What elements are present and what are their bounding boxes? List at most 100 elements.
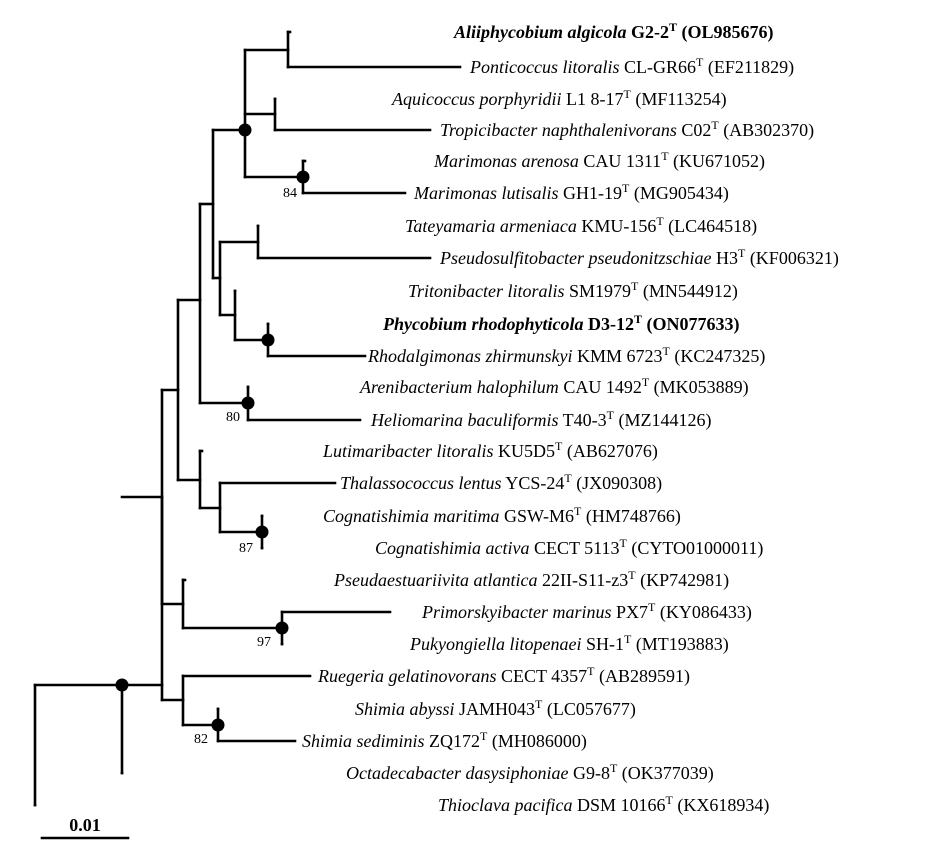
- type-strain-mark: T: [610, 761, 618, 775]
- taxon-strain: CECT 5113: [530, 538, 620, 558]
- taxon-species-name: Lutimaribacter litoralis: [322, 441, 494, 461]
- bootstrap-value: 80: [226, 410, 240, 425]
- type-strain-mark: T: [656, 214, 664, 228]
- node-marker: [275, 621, 289, 635]
- taxon-species-name: Tritonibacter litoralis: [408, 281, 565, 301]
- taxon-accession: (KX618934): [673, 795, 770, 816]
- taxon-label: Thioclava pacifica DSM 10166T (KX618934): [438, 793, 769, 816]
- taxon-species-name: Arenibacterium halophilum: [359, 377, 559, 397]
- taxon-species-name: Shimia abyssi: [355, 699, 455, 719]
- tree-nodes: [115, 123, 310, 732]
- scale-bar-label: 0.01: [69, 815, 101, 835]
- taxon-label: Marimonas arenosa CAU 1311T (KU671052): [433, 149, 765, 172]
- taxon-accession: (MT193883): [631, 634, 729, 655]
- taxon-species-name: Cognatishimia maritima: [323, 506, 500, 526]
- type-strain-mark: T: [624, 632, 632, 646]
- taxon-species-name: Marimonas arenosa: [433, 151, 579, 171]
- taxon-species-name: Pukyongiella litopenaei: [409, 634, 581, 654]
- taxon-accession: (MG905434): [629, 183, 729, 204]
- taxon-label: Phycobium rhodophyticola D3-12T (ON07763…: [382, 312, 740, 335]
- taxon-species-name: Pseudaestuariivita atlantica: [333, 570, 537, 590]
- taxon-strain: JAMH043: [455, 699, 536, 719]
- taxon-species-name: Tropicibacter naphthalenivorans: [440, 120, 677, 140]
- taxon-species-name: Marimonas lutisalis: [413, 183, 559, 203]
- taxon-accession: (AB302370): [719, 120, 815, 141]
- taxon-strain: SM1979: [565, 281, 632, 301]
- taxon-accession: (HM748766): [581, 506, 681, 527]
- type-strain-mark: T: [622, 181, 630, 195]
- taxon-label: Octadecabacter dasysiphoniae G9-8T (OK37…: [346, 761, 714, 784]
- taxon-label: Lutimaribacter litoralis KU5D5T (AB62707…: [322, 439, 658, 462]
- taxon-species-name: Primorskyibacter marinus: [421, 602, 611, 622]
- type-strain-mark: T: [480, 729, 488, 743]
- type-strain-mark: T: [738, 246, 746, 260]
- type-strain-mark: T: [669, 20, 677, 34]
- taxon-label: Marimonas lutisalis GH1-19T (MG905434): [413, 181, 729, 204]
- scale-bar: 0.01: [40, 815, 130, 840]
- taxon-accession: (MH086000): [487, 731, 587, 752]
- taxon-accession: (LC057677): [542, 699, 636, 720]
- taxon-strain: DSM 10166: [572, 795, 665, 815]
- taxon-accession: (KU671052): [669, 151, 766, 172]
- taxon-strain: CL-GR66: [619, 57, 696, 77]
- bootstrap-value: 97: [257, 635, 271, 650]
- taxon-accession: (ON077633): [642, 314, 740, 335]
- node-marker: [241, 396, 255, 410]
- taxon-accession: (OL985676): [677, 22, 774, 43]
- taxon-species-name: Ponticoccus litoralis: [469, 57, 619, 77]
- taxon-strain: C02: [677, 120, 712, 140]
- taxon-strain: L1 8-17: [561, 89, 623, 109]
- bootstrap-value: 82: [194, 732, 208, 747]
- taxon-species-name: Heliomarina baculiformis: [370, 410, 559, 430]
- taxon-accession: (EF211829): [703, 57, 794, 78]
- taxon-label: Primorskyibacter marinus PX7T (KY086433): [421, 600, 752, 623]
- taxon-accession: (MN544912): [638, 281, 738, 302]
- taxon-label: Ponticoccus litoralis CL-GR66T (EF211829…: [469, 55, 794, 78]
- taxon-label: Aquicoccus porphyridii L1 8-17T (MF11325…: [391, 87, 727, 110]
- taxon-strain: H3: [711, 248, 738, 268]
- taxon-species-name: Aliiphycobium algicola: [453, 22, 627, 42]
- type-strain-mark: T: [607, 408, 615, 422]
- taxon-strain: YCS-24: [502, 473, 565, 493]
- taxon-label: Cognatishimia maritima GSW-M6T (HM748766…: [323, 504, 681, 527]
- taxon-strain: GSW-M6: [500, 506, 575, 526]
- taxon-label: Shimia sediminis ZQ172T (MH086000): [302, 729, 587, 752]
- type-strain-mark: T: [666, 793, 674, 807]
- type-strain-mark: T: [711, 118, 719, 132]
- taxon-label: Rhodalgimonas zhirmunskyi KMM 6723T (KC2…: [367, 344, 765, 367]
- taxon-strain: CAU 1311: [579, 151, 661, 171]
- taxon-label: Tritonibacter litoralis SM1979T (MN54491…: [408, 279, 738, 302]
- tree-branches: [33, 30, 462, 807]
- type-strain-mark: T: [696, 55, 704, 69]
- taxon-label: Ruegeria gelatinovorans CECT 4357T (AB28…: [317, 664, 690, 687]
- taxon-species-name: Ruegeria gelatinovorans: [317, 666, 496, 686]
- node-marker: [255, 525, 269, 539]
- taxon-accession: (LC464518): [664, 216, 758, 237]
- taxon-accession: (KP742981): [636, 570, 730, 591]
- taxon-species-name: Cognatishimia activa: [375, 538, 530, 558]
- taxon-label: Aliiphycobium algicola G2-2T (OL985676): [453, 20, 774, 43]
- taxon-label: Pseudosulfitobacter pseudonitzschiae H3T…: [439, 246, 839, 269]
- taxon-label: Arenibacterium halophilum CAU 1492T (MK0…: [359, 375, 749, 398]
- node-marker: [115, 678, 129, 692]
- type-strain-mark: T: [620, 536, 628, 550]
- taxon-accession: (MK053889): [649, 377, 749, 398]
- type-strain-mark: T: [587, 664, 595, 678]
- taxon-species-name: Thioclava pacifica: [438, 795, 572, 815]
- taxon-strain: ZQ172: [425, 731, 481, 751]
- taxon-species-name: Phycobium rhodophyticola: [382, 314, 584, 334]
- type-strain-mark: T: [564, 471, 572, 485]
- type-strain-mark: T: [628, 568, 636, 582]
- taxon-label: Tropicibacter naphthalenivorans C02T (AB…: [440, 118, 814, 141]
- taxon-strain: KU5D5: [494, 441, 556, 461]
- taxon-species-name: Pseudosulfitobacter pseudonitzschiae: [439, 248, 711, 268]
- taxon-strain: PX7: [611, 602, 648, 622]
- taxon-strain: CECT 4357: [496, 666, 587, 686]
- taxon-accession: (OK377039): [617, 763, 714, 784]
- taxon-accession: (JX090308): [572, 473, 663, 494]
- taxon-label: Heliomarina baculiformis T40-3T (MZ14412…: [370, 408, 712, 431]
- taxon-accession: (KF006321): [745, 248, 839, 269]
- node-marker: [261, 333, 275, 347]
- bootstrap-value: 84: [283, 186, 297, 201]
- taxon-strain: D3-12: [584, 314, 635, 334]
